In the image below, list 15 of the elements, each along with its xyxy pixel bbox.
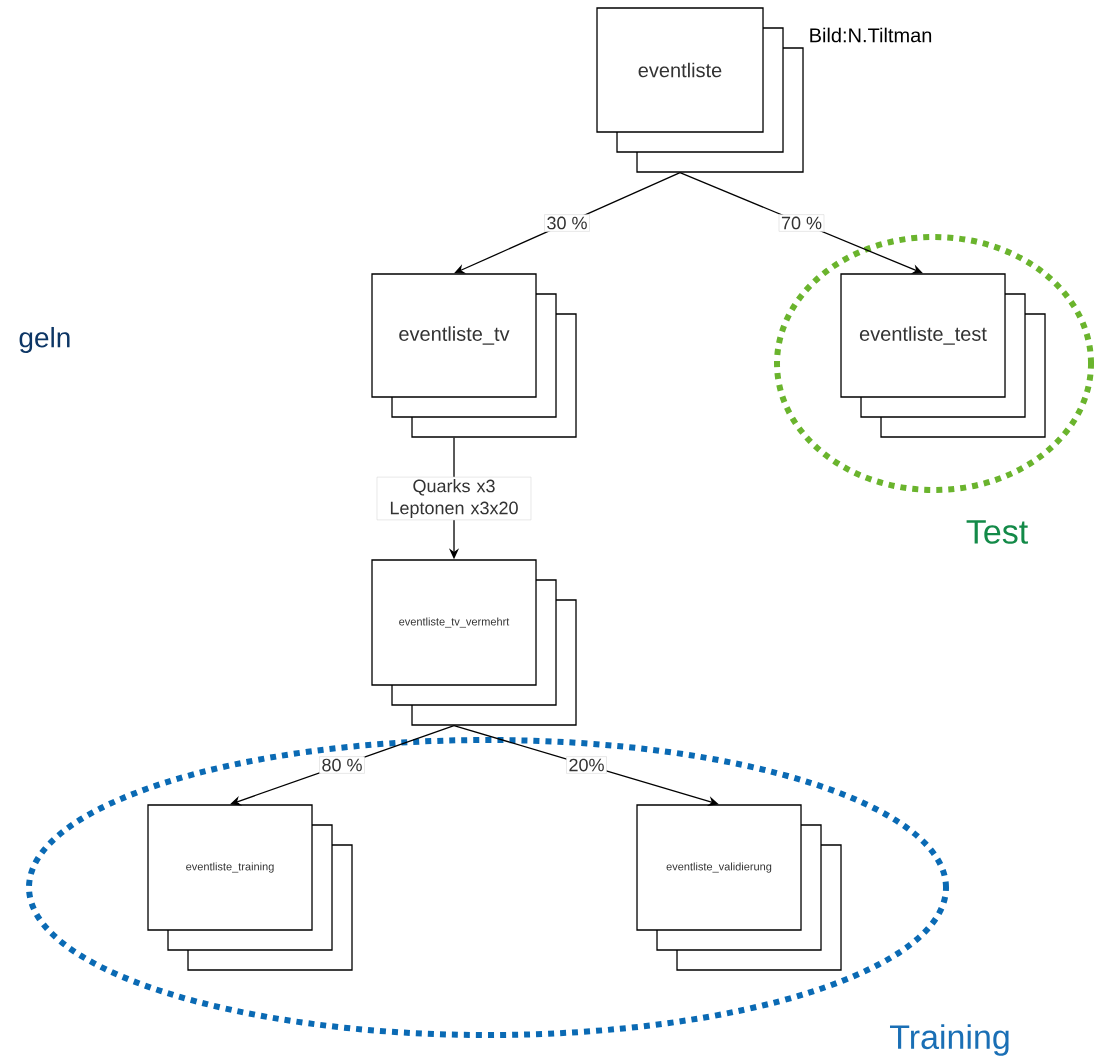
document-stack: eventliste_tv_vermehrt (371, 559, 577, 726)
edge-label: 70 % (781, 216, 822, 230)
document-stack: eventliste_tv (371, 273, 577, 438)
group-heading: Test (966, 520, 1028, 544)
cut-off-text: geln (19, 326, 70, 354)
document-stack: eventliste (596, 7, 804, 173)
edge-label: Quarks x3 Leptonen x3x20 (390, 479, 518, 518)
document-stack: eventliste_validierung (636, 804, 842, 971)
document-stack: eventliste_training (147, 804, 353, 971)
group-heading: Training (890, 1024, 1009, 1056)
edge-label: 20% (569, 758, 604, 772)
document-stack: eventliste_test (840, 273, 1046, 438)
edge-label: 80 % (322, 758, 362, 772)
edge-label: 30 % (547, 216, 587, 230)
image-credit: Bild:N.Tiltman (810, 27, 932, 43)
